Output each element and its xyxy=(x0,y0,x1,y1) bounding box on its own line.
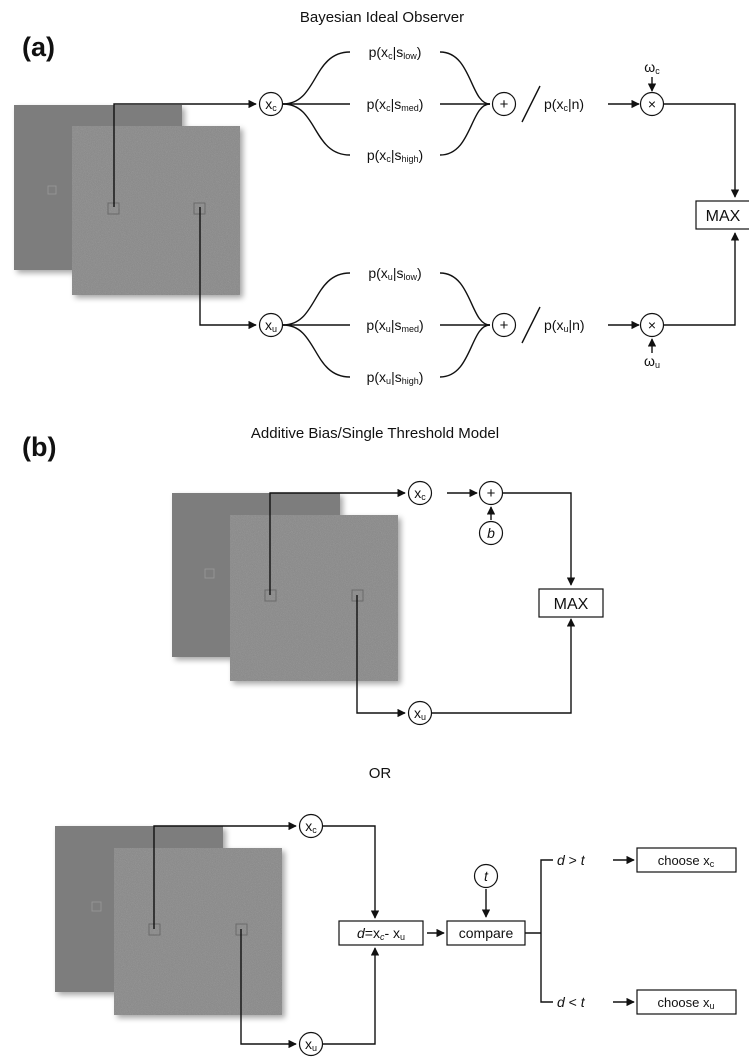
decision-branch xyxy=(525,859,553,1003)
stimulus-back-target-b2 xyxy=(91,901,102,912)
wire-to-xc-b2 xyxy=(153,821,297,929)
wire-to-xu-b1 xyxy=(356,595,406,718)
likelihood-u-med: p(xu|smed) xyxy=(366,317,423,334)
choose-u-box xyxy=(636,989,737,1015)
sum-node-top-a xyxy=(491,91,517,117)
sum-node-b1 xyxy=(478,480,504,506)
panel-a-title: Bayesian Ideal Observer xyxy=(300,9,464,26)
wire-to-xc-b1 xyxy=(269,488,406,595)
sum-node-bottom-a xyxy=(491,312,517,338)
branch-gt-label: d > t xyxy=(557,852,586,868)
compare-box-label: compare xyxy=(459,925,514,941)
wire-to-max-top-a xyxy=(664,103,740,198)
max-box-b1 xyxy=(538,588,604,618)
choose-c-box xyxy=(636,847,737,873)
divide-slash-bottom-a xyxy=(521,306,541,344)
node-xu-a-label: xu xyxy=(265,317,277,334)
difference-box xyxy=(338,920,424,946)
wire-to-xc-a xyxy=(113,99,257,207)
stimulus-back-target-b1 xyxy=(204,568,215,579)
sum-node-b1-label: + xyxy=(487,485,496,502)
noise-likelihood-top-a: p(xc|n) xyxy=(544,96,584,113)
weight-c: ωc xyxy=(644,59,660,76)
stimulus-front-noise-b2 xyxy=(114,848,282,1015)
wire-to-max-top-b1 xyxy=(503,492,576,586)
likelihood-c-low: p(xc|slow) xyxy=(369,44,422,61)
node-xc-a-label: xc xyxy=(265,96,277,113)
node-xu-b1-label: xu xyxy=(414,705,426,722)
likelihood-c-med: p(xc|smed) xyxy=(367,96,424,113)
product-node-bottom-a-label: × xyxy=(648,317,656,333)
wire-to-max-bottom-b1 xyxy=(432,618,576,714)
bottom-fan-a xyxy=(282,272,491,378)
or-label: OR xyxy=(369,765,392,782)
choose-u-label: choose xu xyxy=(657,995,714,1011)
node-xu-b2 xyxy=(298,1031,324,1057)
node-xu-a xyxy=(258,312,284,338)
node-xc-a xyxy=(258,91,284,117)
weight-u: ωu xyxy=(644,353,660,370)
product-node-bottom-a xyxy=(639,312,665,338)
panel-b-title: Additive Bias/Single Threshold Model xyxy=(251,425,499,442)
sum-node-bottom-a-label: + xyxy=(500,317,509,334)
choose-c-label: choose xc xyxy=(658,853,715,869)
bias-node xyxy=(478,520,504,546)
threshold-node-label: t xyxy=(484,868,489,884)
max-box-b1-label: MAX xyxy=(554,596,589,613)
difference-box-label: d=xc- xu xyxy=(357,925,405,942)
node-xu-b2-label: xu xyxy=(305,1036,317,1053)
max-box-a xyxy=(695,200,749,230)
bias-node-label: b xyxy=(487,525,495,541)
sum-node-top-a-label: + xyxy=(500,96,509,113)
wire-to-xu-a xyxy=(199,207,257,330)
branch-lt-label: d < t xyxy=(557,994,586,1010)
divide-slash-top-a xyxy=(521,85,541,123)
panel-b-label: (b) xyxy=(22,432,56,462)
top-fan-a xyxy=(282,51,491,156)
wire-to-diff-top xyxy=(323,825,380,919)
stimulus-back-target-a xyxy=(47,185,57,195)
likelihood-u-high: p(xu|shigh) xyxy=(367,369,424,386)
node-xu-b1 xyxy=(407,700,433,726)
node-xc-b2-label: xc xyxy=(305,818,317,835)
wire-to-xu-b2 xyxy=(240,929,297,1049)
noise-likelihood-bottom-a: p(xu|n) xyxy=(544,317,585,334)
product-node-top-a-label: × xyxy=(648,96,656,112)
stimulus-front-noise-a xyxy=(72,126,240,295)
max-box-a-label: MAX xyxy=(706,208,741,225)
compare-box xyxy=(446,920,526,946)
wire-to-diff-bottom xyxy=(323,947,380,1045)
likelihood-c-high: p(xc|shigh) xyxy=(367,147,423,164)
stimulus-front-noise-b1 xyxy=(230,515,398,681)
node-xc-b1-label: xc xyxy=(414,485,426,502)
likelihood-u-low: p(xu|slow) xyxy=(368,265,421,282)
node-xc-b2 xyxy=(298,813,324,839)
panel-a-label: (a) xyxy=(22,32,55,62)
product-node-top-a xyxy=(639,91,665,117)
threshold-node xyxy=(473,863,499,889)
node-xc-b1 xyxy=(407,480,433,506)
wire-to-max-bottom-a xyxy=(664,232,740,326)
